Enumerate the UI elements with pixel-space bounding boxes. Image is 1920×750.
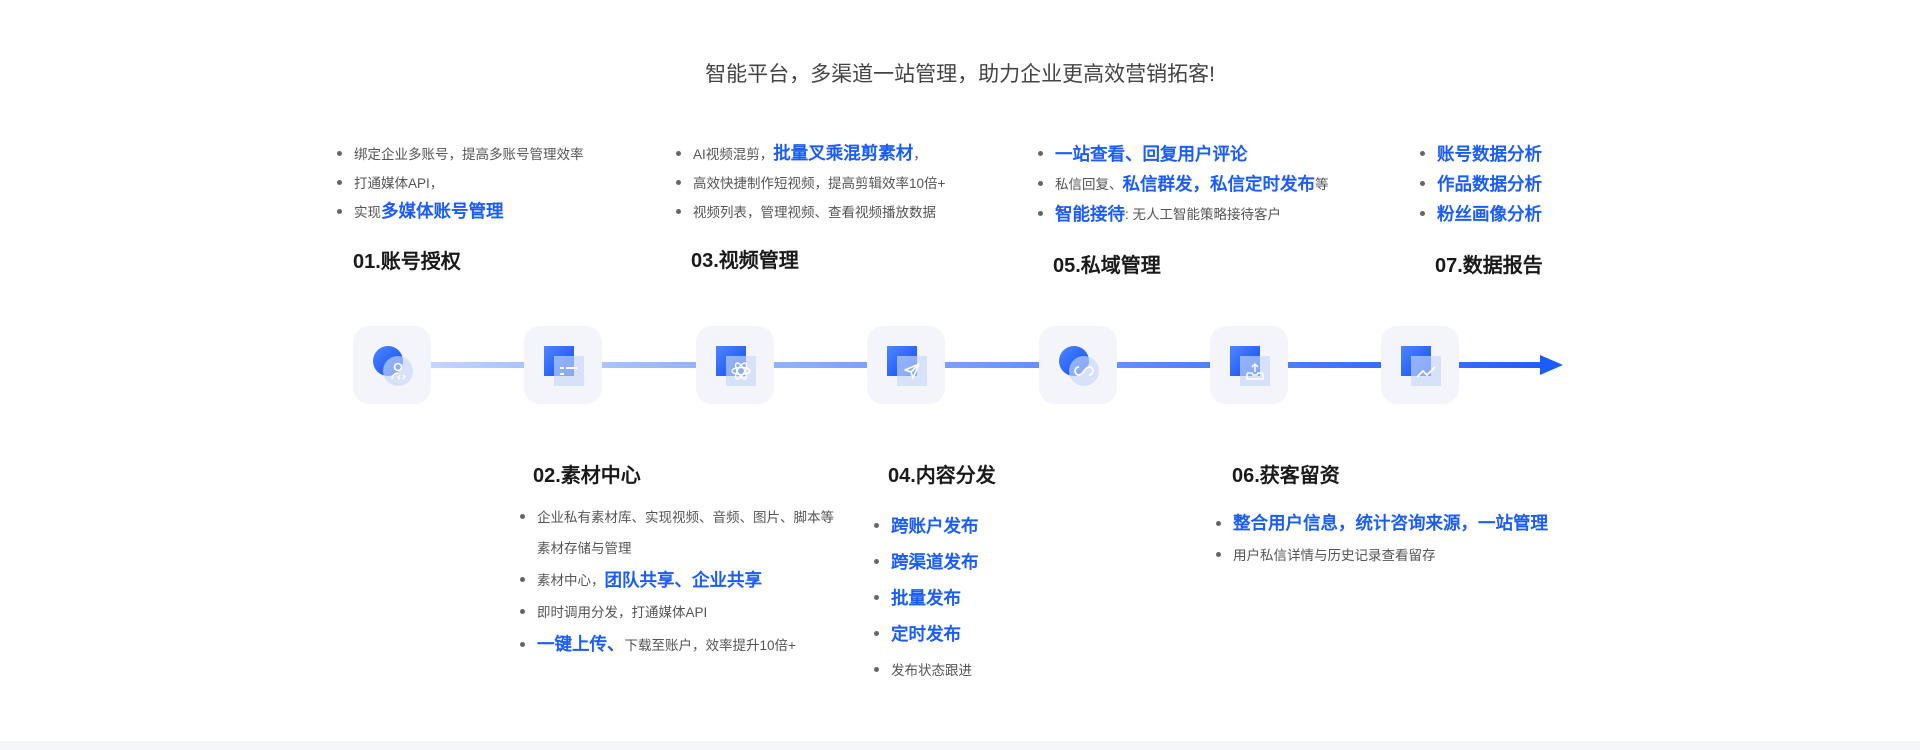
item-text: 视频列表，管理视频、查看视频播放数据	[693, 204, 936, 220]
item-text: AI视频混剪，	[693, 146, 774, 162]
item-text: 素材中心，	[537, 573, 605, 588]
item-text: 下载至账户，效率提升10倍+	[624, 637, 796, 653]
timeline-connector	[431, 362, 524, 368]
highlight-text: 账号数据分析	[1437, 143, 1542, 164]
step-icon-box	[524, 326, 602, 404]
step-feature-list: 绑定企业多账号，提高多账号管理效率打通媒体API， 实现多媒体账号管理	[337, 138, 584, 225]
item-text: 等	[1315, 177, 1329, 192]
item-text: 私信回复、	[1055, 177, 1123, 192]
user-code-icon	[373, 346, 413, 386]
list-item: 粉丝画像分析	[1420, 198, 1542, 228]
step-icon-box	[1210, 326, 1288, 404]
list-item: 即时调用分发，打通媒体API	[520, 595, 834, 627]
step-feature-list: 企业私有素材库、实现视频、音频、图片、脚本等素材存储与管理素材中心，团队共享、企…	[520, 501, 834, 660]
item-text: 打通媒体API，	[354, 175, 444, 191]
step-icon-box	[353, 326, 431, 404]
highlight-text: 批量叉乘混剪素材	[773, 143, 914, 163]
timeline-connector	[1288, 362, 1381, 368]
highlight-text: 定时发布	[891, 623, 961, 644]
list-item: AI视频混剪，批量叉乘混剪素材，	[676, 138, 945, 167]
step-heading: 01.账号授权	[353, 251, 461, 273]
step-icon-box	[696, 326, 774, 404]
step-heading: 04.内容分发	[888, 465, 996, 487]
trend-chart-icon	[1401, 346, 1441, 386]
list-item: 批量发布	[874, 579, 979, 615]
item-text: 发布状态跟进	[891, 663, 972, 678]
timeline-connector	[774, 362, 867, 368]
step-icon-box	[1039, 326, 1117, 404]
highlight-text: 团队共享、企业共享	[604, 569, 763, 590]
list-item: 一键上传、下载至账户，效率提升10倍+	[520, 627, 834, 660]
inbox-upload-icon	[1230, 346, 1270, 386]
step-feature-list: 一站查看、回复用户评论私信回复、私信群发，私信定时发布等智能接待: 无人工智能策…	[1038, 138, 1329, 228]
item-text: ，	[913, 146, 927, 162]
list-item: 打通媒体API，	[337, 167, 584, 196]
highlight-text: 私信群发，私信定时发布	[1122, 173, 1316, 194]
highlight-text: 粉丝画像分析	[1437, 203, 1542, 224]
send-icon	[887, 346, 927, 386]
list-item: 一站查看、回复用户评论	[1038, 138, 1329, 168]
highlight-text: 一键上传、	[537, 634, 625, 654]
item-text: 企业私有素材库、实现视频、音频、图片、脚本等	[537, 509, 834, 525]
item-text: : 无人工智能策略接待客户	[1125, 207, 1282, 222]
list-item: 素材存储与管理	[520, 530, 834, 563]
step-icon-box	[867, 326, 945, 404]
timeline-connector	[1459, 362, 1548, 368]
list-item: 智能接待: 无人工智能策略接待客户	[1038, 198, 1329, 228]
step-feature-list: 整合用户信息，统计咨询来源，一站管理用户私信详情与历史记录查看留存	[1216, 507, 1548, 569]
atom-icon	[716, 346, 756, 386]
list-item: 整合用户信息，统计咨询来源，一站管理	[1216, 507, 1548, 538]
step-heading: 06.获客留资	[1232, 465, 1340, 487]
highlight-text: 多媒体账号管理	[381, 201, 504, 221]
highlight-text: 整合用户信息，统计咨询来源，一站管理	[1233, 513, 1548, 533]
item-text: 绑定企业多账号，提高多账号管理效率	[354, 146, 584, 162]
infinity-icon	[1059, 346, 1099, 386]
footer-strip	[0, 741, 1920, 750]
highlight-text: 一站查看、回复用户评论	[1055, 143, 1248, 164]
step-feature-list: AI视频混剪，批量叉乘混剪素材， 高效快捷制作短视频，提高剪辑效率10倍+ 视频列表…	[676, 138, 945, 225]
step-heading: 05.私域管理	[1053, 255, 1161, 277]
page-title: 智能平台，多渠道一站管理，助力企业更高效营销拓客!	[705, 63, 1215, 86]
item-text: 高效快捷制作短视频，提高剪辑效率10倍+	[693, 175, 946, 191]
step-feature-list: 账号数据分析作品数据分析粉丝画像分析	[1420, 138, 1542, 228]
highlight-text: 跨账户发布	[891, 515, 979, 536]
step-heading: 03.视频管理	[691, 250, 799, 272]
timeline-connector	[1117, 362, 1210, 368]
list-item: 发布状态跟进	[874, 651, 979, 687]
list-item: 素材中心，团队共享、企业共享	[520, 563, 834, 595]
step-heading: 02.素材中心	[533, 465, 641, 487]
item-text: 即时调用分发，打通媒体API	[537, 605, 708, 620]
highlight-text: 跨渠道发布	[891, 551, 979, 572]
highlight-text: 智能接待	[1055, 203, 1125, 224]
timeline-connector	[945, 362, 1039, 368]
highlight-text: 批量发布	[891, 587, 961, 608]
list-item: 企业私有素材库、实现视频、音频、图片、脚本等	[520, 501, 834, 530]
material-list-icon	[544, 346, 584, 386]
step-feature-list: 跨账户发布跨渠道发布批量发布定时发布发布状态跟进	[874, 507, 979, 687]
timeline-connector	[602, 362, 696, 368]
list-item: 账号数据分析	[1420, 138, 1542, 168]
list-item: 定时发布	[874, 615, 979, 651]
list-item: 私信回复、私信群发，私信定时发布等	[1038, 168, 1329, 198]
arrow-head-icon	[1540, 355, 1563, 375]
item-text: 用户私信详情与历史记录查看留存	[1233, 547, 1436, 563]
list-item: 实现多媒体账号管理	[337, 196, 584, 225]
list-item: 用户私信详情与历史记录查看留存	[1216, 538, 1548, 569]
item-text: 素材存储与管理	[537, 540, 632, 556]
list-item: 作品数据分析	[1420, 168, 1542, 198]
list-item: 绑定企业多账号，提高多账号管理效率	[337, 138, 584, 167]
highlight-text: 作品数据分析	[1437, 173, 1542, 194]
list-item: 跨渠道发布	[874, 543, 979, 579]
list-item: 视频列表，管理视频、查看视频播放数据	[676, 196, 945, 225]
item-text: 实现	[354, 204, 381, 220]
step-heading: 07.数据报告	[1435, 255, 1543, 277]
list-item: 跨账户发布	[874, 507, 979, 543]
step-icon-box	[1381, 326, 1459, 404]
list-item: 高效快捷制作短视频，提高剪辑效率10倍+	[676, 167, 945, 196]
